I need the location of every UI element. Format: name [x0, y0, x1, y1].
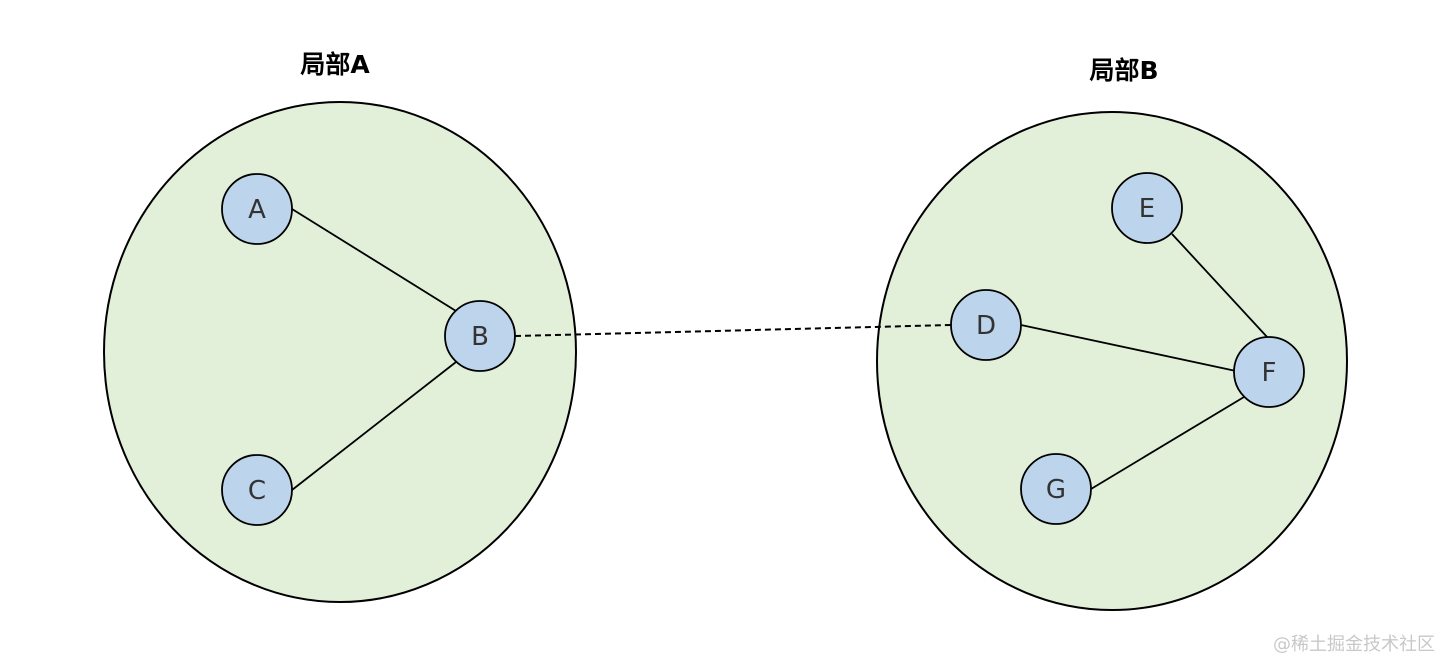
cluster-b-title: 局部B	[1089, 56, 1158, 85]
edge-a-b	[291, 208, 457, 312]
node-a-circle	[221, 173, 293, 245]
node-d-circle	[950, 289, 1022, 361]
cluster-a: 局部A	[103, 50, 577, 603]
node-b-circle	[444, 300, 516, 372]
node-f: F	[1233, 336, 1305, 408]
node-e-label: E	[1139, 194, 1155, 224]
node-g: G	[1020, 453, 1092, 525]
node-a: A	[221, 173, 293, 245]
edge-d-f	[1020, 324, 1237, 372]
edge-c-b	[291, 361, 457, 491]
cluster-b-circle	[876, 111, 1348, 611]
watermark-text: @稀土掘金技术社区	[1273, 634, 1435, 655]
node-g-label: G	[1046, 475, 1066, 505]
node-c-label: C	[248, 476, 266, 506]
node-e-circle	[1111, 172, 1183, 244]
cluster-b: 局部B	[876, 56, 1348, 611]
node-c: C	[221, 454, 293, 526]
node-d: D	[950, 289, 1022, 361]
edge-e-f	[1171, 233, 1269, 339]
node-a-label: A	[248, 195, 266, 225]
edge-g-f	[1090, 396, 1245, 490]
node-b-label: B	[471, 322, 489, 352]
edge-b-d-dashed	[514, 324, 953, 337]
cluster-a-circle	[103, 101, 577, 603]
node-e: E	[1111, 172, 1183, 244]
cluster-a-title: 局部A	[300, 50, 370, 79]
node-c-circle	[221, 454, 293, 526]
node-d-label: D	[976, 311, 996, 341]
node-f-label: F	[1262, 358, 1277, 388]
node-b: B	[444, 300, 516, 372]
node-g-circle	[1020, 453, 1092, 525]
node-f-circle	[1233, 336, 1305, 408]
